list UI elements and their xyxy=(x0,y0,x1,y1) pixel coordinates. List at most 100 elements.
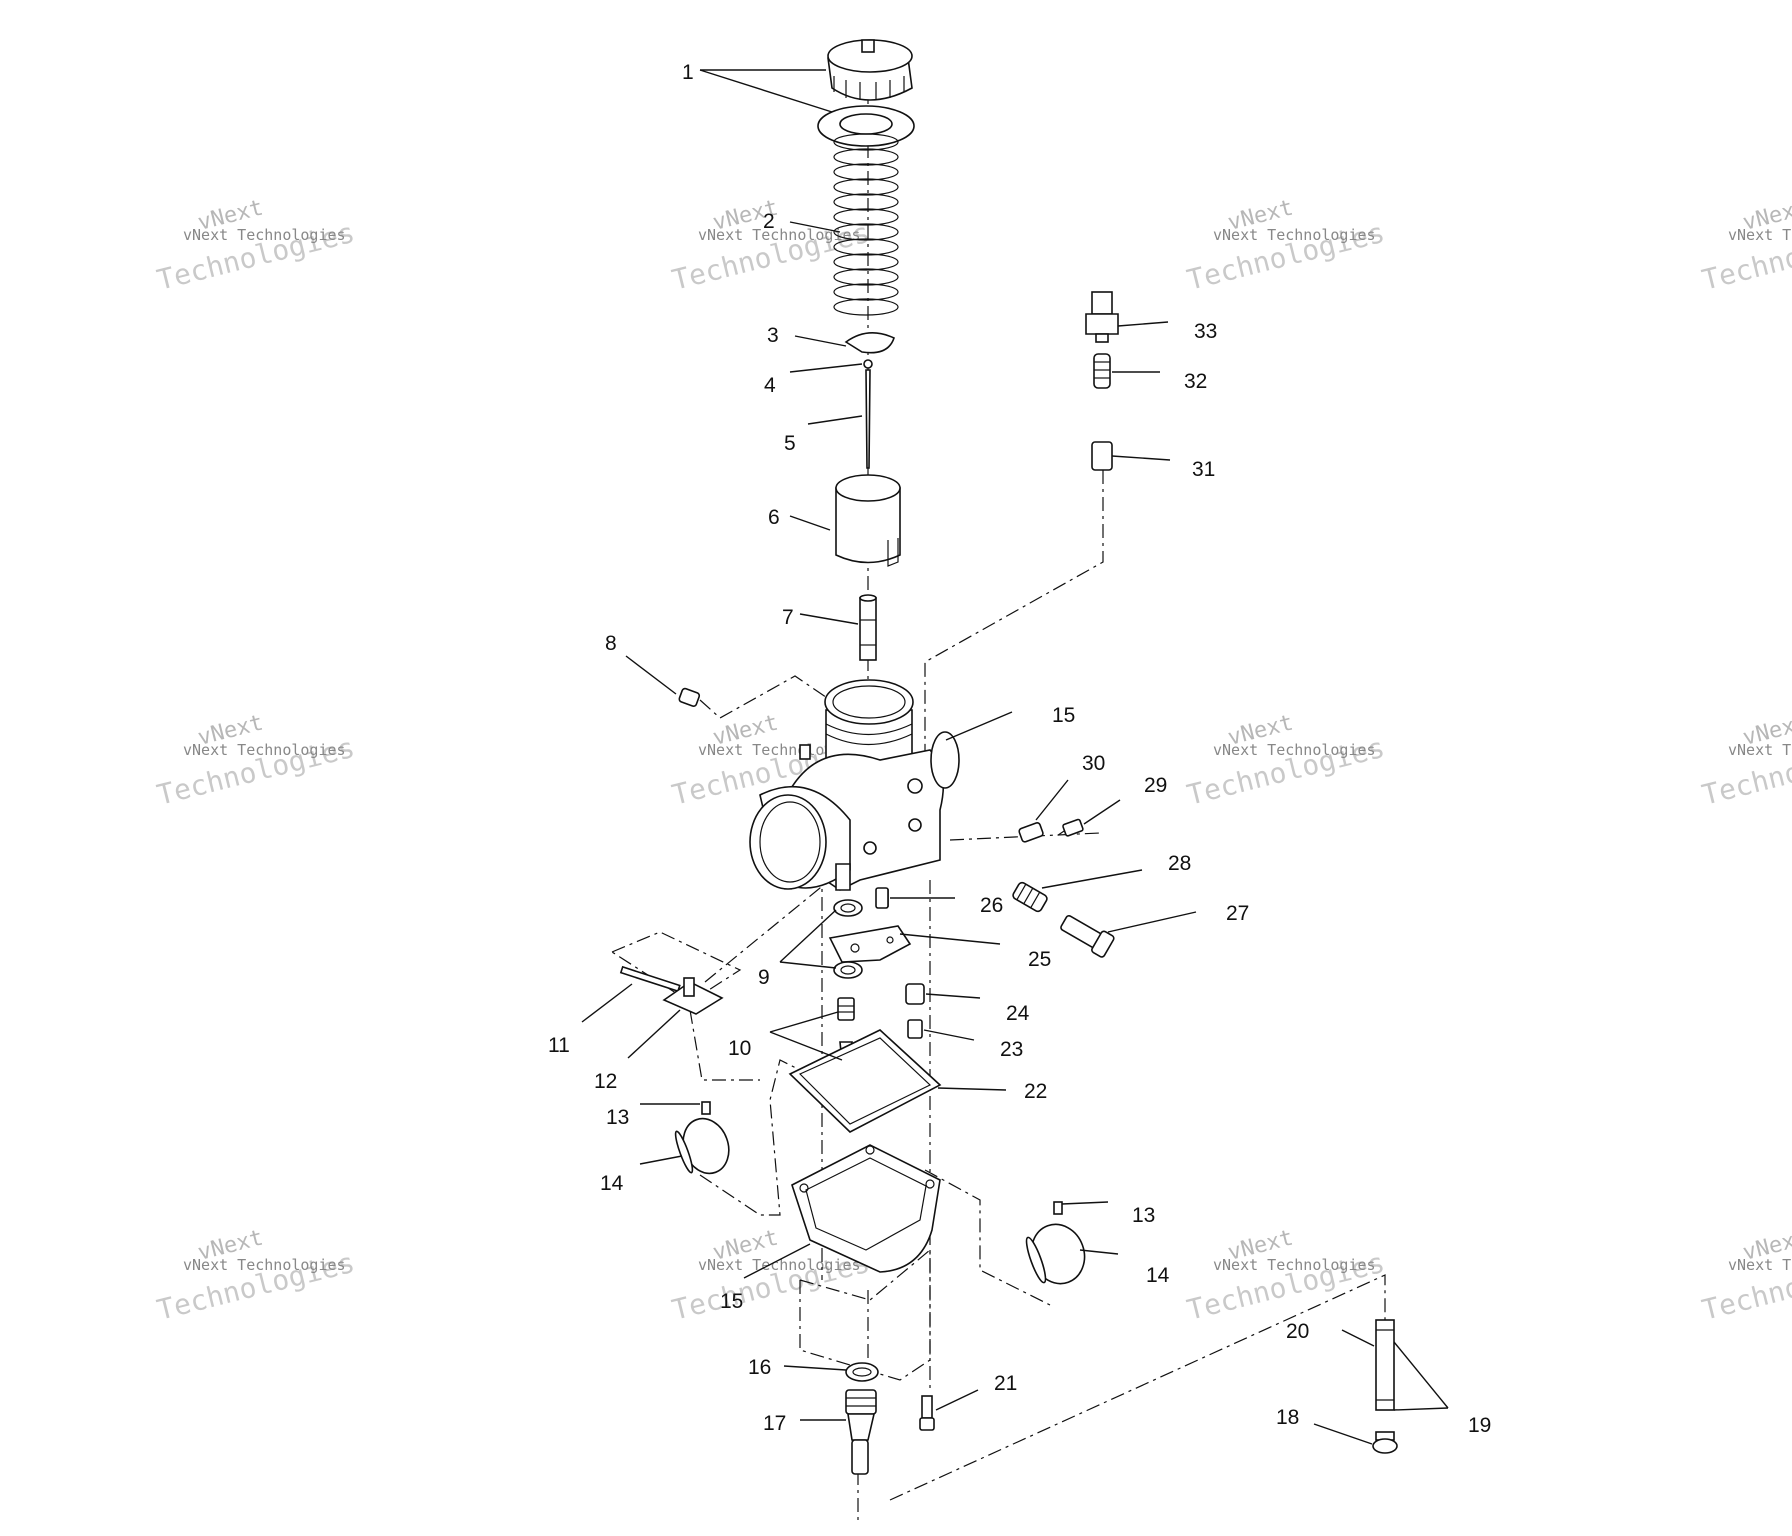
callout-19: 19 xyxy=(1468,1414,1491,1437)
part-carburetor-body xyxy=(749,679,960,907)
part-air-screw-30 xyxy=(1018,822,1044,843)
part-jet-23 xyxy=(907,1019,923,1039)
float-pin-box xyxy=(611,931,742,1003)
watermark: vNext Technologies vNext Technologies xyxy=(1184,711,1388,812)
callout-22: 22 xyxy=(1024,1080,1047,1103)
float-left-route xyxy=(689,1009,760,1081)
watermark-small-text: vNext Technologies xyxy=(1728,1256,1792,1274)
part-jet-needle xyxy=(865,369,871,469)
float-right-route xyxy=(924,1169,1051,1306)
callout-2: 2 xyxy=(763,210,775,233)
pin-route-line xyxy=(699,675,846,719)
callout-5: 5 xyxy=(784,432,796,455)
part-pilot-jet xyxy=(1091,441,1113,471)
pilot-route-line xyxy=(924,470,1104,780)
watermark-small-text: vNext Technologies xyxy=(1213,226,1376,244)
callout-25: 25 xyxy=(1028,948,1051,971)
callout-9: 9 xyxy=(758,966,770,989)
watermark: vNext Technologies vNext Technologies xyxy=(1699,711,1792,812)
part-float-arm-12 xyxy=(662,977,724,1015)
part-needle-jet xyxy=(859,594,877,661)
callout-13-right: 13 xyxy=(1132,1204,1155,1227)
part-washer-9b xyxy=(833,961,863,979)
slide-body xyxy=(835,487,901,564)
part-float-14a xyxy=(674,1117,730,1175)
float-pin-route xyxy=(704,869,843,983)
watermark-small-text: vNext Technologies xyxy=(1213,1256,1376,1274)
callout-32: 32 xyxy=(1184,370,1207,393)
washer-inner xyxy=(839,113,893,135)
part-o-ring-16 xyxy=(845,1362,879,1382)
callout-26: 26 xyxy=(980,894,1003,917)
part-screw-26 xyxy=(875,887,889,909)
part-retainer-plate xyxy=(844,332,895,354)
needle-jet-body xyxy=(859,597,877,661)
callout-14-right: 14 xyxy=(1146,1264,1170,1287)
callout-24: 24 xyxy=(1006,1002,1030,1025)
part-bowl-gasket xyxy=(788,1029,942,1133)
callout-30: 30 xyxy=(1082,752,1105,775)
part-throttle-stop-screw-27 xyxy=(1060,915,1115,958)
part-float-pin-11 xyxy=(619,965,681,993)
watermark: vNext Technologies vNext Technologies xyxy=(1184,1226,1388,1327)
part-pin xyxy=(678,687,701,708)
part-spring-28 xyxy=(1012,881,1048,913)
part-drain-plug-17 xyxy=(845,1389,877,1475)
drain-diagonal-line xyxy=(889,1274,1386,1501)
part-tube-20 xyxy=(1375,1319,1395,1411)
part-washer-9a xyxy=(833,899,863,917)
watermark: vNext Technologies vNext Technologies xyxy=(154,711,358,812)
callout-15-upper: 15 xyxy=(1052,704,1075,727)
watermark-small-text: vNext Technologies xyxy=(183,1256,346,1274)
callout-3: 3 xyxy=(767,324,779,347)
part-screw-21 xyxy=(919,1395,935,1431)
cap-nipple xyxy=(861,39,875,53)
callout-29: 29 xyxy=(1144,774,1167,797)
watermark-small-text: vNext Technologies xyxy=(1213,741,1376,759)
intake-rim-outer xyxy=(749,794,827,890)
part-pin-13b xyxy=(1053,1201,1063,1215)
parts-layer xyxy=(619,39,1398,1475)
slide-top xyxy=(835,474,901,502)
assembly-lines xyxy=(611,90,1386,1520)
watermark: vNext Technologies vNext Technologies xyxy=(1184,196,1388,297)
part-pilot-screw-29 xyxy=(1057,818,1084,837)
watermark-layer: vNext Technologies vNext Technologies vN… xyxy=(154,196,1792,1327)
callout-23: 23 xyxy=(1000,1038,1023,1061)
callout-4: 4 xyxy=(764,374,776,397)
watermark-small-text: vNext Technologies xyxy=(1728,741,1792,759)
body-top-rim xyxy=(824,679,914,725)
watermark: vNext Technologies vNext Technologies xyxy=(154,196,358,297)
callout-10: 10 xyxy=(728,1037,751,1060)
callout-8: 8 xyxy=(605,632,617,655)
callout-11: 11 xyxy=(548,1034,570,1057)
callout-6: 6 xyxy=(768,506,780,529)
part-pilot-spring xyxy=(1093,353,1111,389)
callout-18: 18 xyxy=(1276,1406,1299,1429)
part-needle-clip xyxy=(863,359,873,369)
leader-lines xyxy=(581,69,1449,1445)
part-throttle-slide xyxy=(835,474,901,567)
float-left-route-2 xyxy=(699,1059,861,1216)
callout-7: 7 xyxy=(782,606,794,629)
watermark-small-text: vNext Technologies xyxy=(1728,226,1792,244)
part-jet-24 xyxy=(905,983,925,1005)
part-float-bowl xyxy=(791,1144,941,1273)
watermark-small-text: vNext Technologies xyxy=(183,226,346,244)
watermark-small-text: vNext Technologies xyxy=(698,741,861,759)
part-pin-13a xyxy=(701,1101,711,1115)
watermark: vNext Technologies vNext Technologies xyxy=(669,196,873,297)
callout-labels: 1 2 3 4 5 6 7 8 9 10 11 12 13 13 14 14 1… xyxy=(548,61,1491,1437)
part-cap xyxy=(827,39,913,101)
callout-16: 16 xyxy=(748,1356,771,1379)
watermark: vNext Technologies vNext Technologies xyxy=(154,1226,358,1327)
callout-12: 12 xyxy=(594,1070,617,1093)
part-float-14b xyxy=(1025,1223,1086,1285)
callout-1: 1 xyxy=(682,61,694,84)
body-right-flange xyxy=(930,731,960,789)
part-gasket-25 xyxy=(828,925,912,963)
callout-27: 27 xyxy=(1226,902,1249,925)
part-fitting xyxy=(1085,291,1119,343)
callout-17: 17 xyxy=(763,1412,786,1435)
